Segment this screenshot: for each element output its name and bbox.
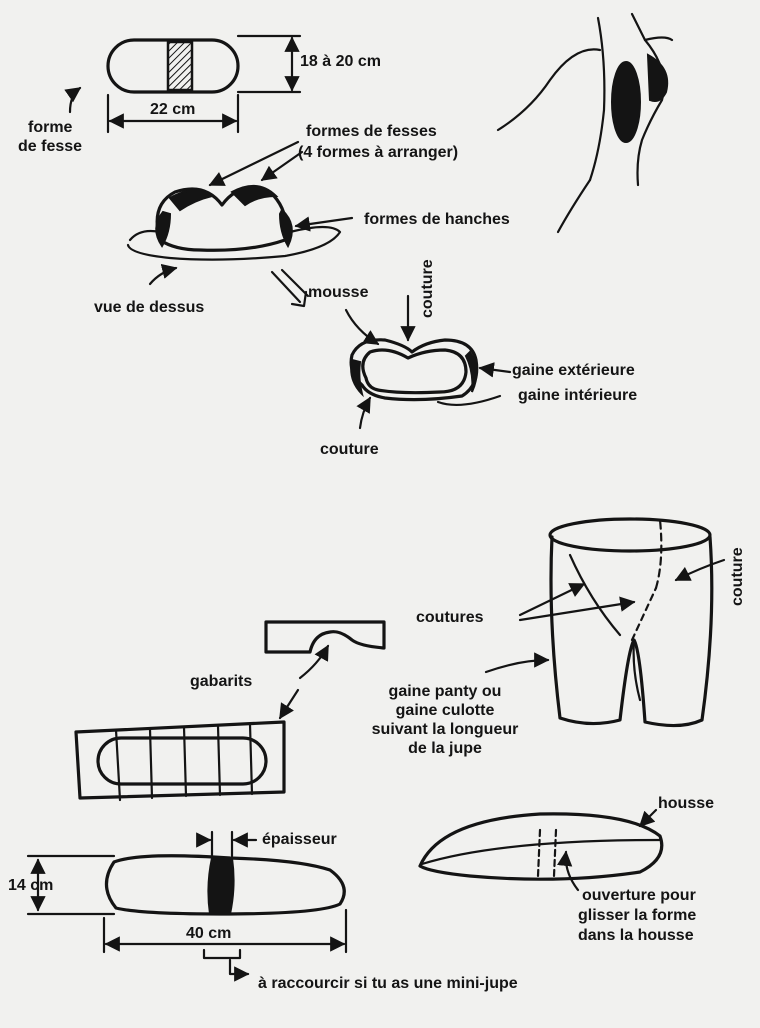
label-40cm: 40 cm: [186, 925, 232, 942]
label-gaine-exterieure: gaine extérieure: [512, 362, 635, 379]
arrow-formes-hanches: [294, 216, 354, 232]
label-suivant-longueur: suivant la longueur: [371, 721, 519, 738]
panty-girdle: [548, 517, 714, 728]
arrow-gabarits-2: [278, 688, 300, 720]
arrow-coutures-2: [518, 596, 636, 622]
label-formes-de-hanches: formes de hanches: [364, 211, 510, 228]
arrow-housse: [638, 808, 658, 828]
label-dans-housse: dans la housse: [578, 927, 694, 944]
arrow-mousse: [344, 308, 380, 346]
body-side-silhouette: [496, 12, 674, 234]
cross-section: [349, 338, 502, 406]
dimension-22cm: [106, 93, 240, 134]
label-couture-vertical: couture: [419, 259, 436, 318]
label-gabarits: gabarits: [190, 673, 253, 690]
label-gaine-panty: gaine panty ou: [388, 683, 502, 700]
dimension-18-20cm: [236, 34, 302, 94]
label-vue-de-dessus: vue de dessus: [94, 299, 205, 316]
label-mousse: mousse: [308, 284, 369, 301]
bracket-raccourcir: [202, 948, 250, 982]
label-formes-de-fesses: formes de fesses: [306, 123, 437, 140]
arrow-coutures-1: [518, 582, 586, 617]
forme-arrow: [64, 86, 82, 114]
arrow-gaine-ext: [478, 362, 512, 378]
label-epaisseur: épaisseur: [262, 831, 337, 848]
label-gaine-interieure: gaine intérieure: [518, 387, 638, 404]
top-view-forms: [126, 185, 342, 261]
long-form-shape: [104, 854, 346, 916]
label-22cm: 22 cm: [150, 101, 196, 118]
label-housse: housse: [658, 795, 715, 812]
gabarit-template-top: [264, 620, 386, 654]
gabarit-grid: [74, 720, 286, 802]
label-raccourcir: à raccourcir si tu as une mini-jupe: [258, 975, 518, 992]
buttock-form-shape: [106, 38, 240, 94]
label-gaine-culotte: gaine culotte: [395, 702, 495, 719]
label-de-la-jupe: de la jupe: [408, 740, 482, 757]
arrow-vue-dessus: [148, 263, 178, 286]
arrow-couture-bottom: [356, 396, 372, 430]
label-forme: forme: [28, 119, 73, 136]
label-coutures: coutures: [416, 609, 484, 626]
label-ouverture-pour: ouverture pour: [582, 887, 696, 904]
arrow-formes-fesses-2: [260, 150, 304, 182]
label-couture-bottom: couture: [320, 441, 379, 458]
label-14cm: 14 cm: [8, 877, 54, 894]
double-arrow: [270, 268, 310, 308]
arrow-formes-fesses-1: [208, 140, 300, 187]
arrow-ouverture: [556, 850, 580, 892]
arrow-gabarits-1: [298, 644, 330, 680]
label-18-20cm: 18 à 20 cm: [300, 53, 381, 70]
dimension-epaisseur: [196, 830, 258, 858]
dimension-14cm: [26, 854, 116, 916]
dimension-40cm: [102, 908, 348, 954]
label-de-fesse: de fesse: [18, 138, 83, 155]
label-glisser-forme: glisser la forme: [578, 907, 697, 924]
housse-cover: [418, 812, 664, 881]
arrow-gaine-panty: [484, 652, 550, 674]
label-couture-panty: couture: [729, 547, 746, 606]
label-4-formes: (4 formes à arranger): [298, 144, 459, 161]
arrow-couture-panty: [674, 558, 726, 582]
